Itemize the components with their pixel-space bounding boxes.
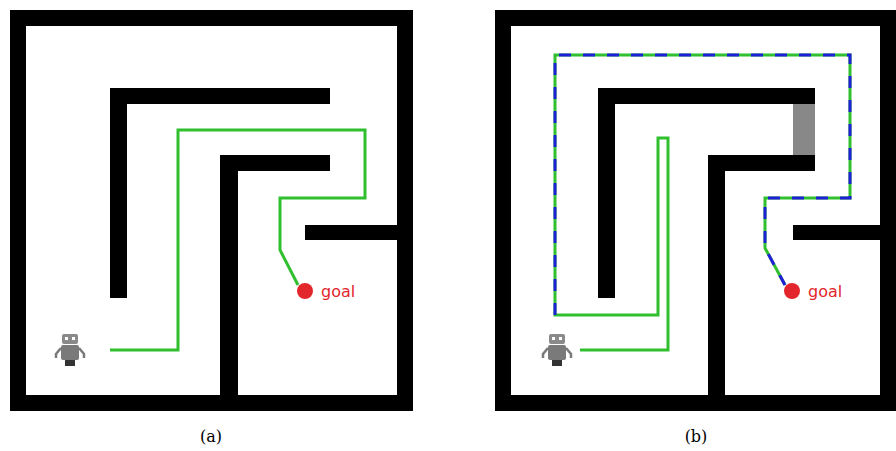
wall bbox=[110, 88, 330, 104]
blocked-passage bbox=[793, 104, 815, 155]
maze-b bbox=[503, 18, 888, 403]
wall bbox=[305, 225, 400, 240]
outer-wall bbox=[503, 18, 888, 403]
wall bbox=[220, 155, 238, 400]
executed-path bbox=[555, 55, 850, 350]
outer-wall bbox=[18, 18, 405, 403]
goal-dot bbox=[297, 283, 313, 299]
maze-a bbox=[18, 18, 405, 403]
wall bbox=[598, 88, 615, 298]
goal-label: goal bbox=[321, 284, 355, 300]
wall bbox=[708, 155, 725, 400]
goal-dot bbox=[784, 283, 800, 299]
panel-caption: (a) bbox=[200, 429, 222, 445]
robot-icon bbox=[56, 334, 84, 366]
robot-icon bbox=[543, 334, 571, 366]
replanned-path bbox=[555, 55, 850, 315]
wall bbox=[793, 225, 888, 240]
wall bbox=[110, 88, 127, 298]
goal-label: goal bbox=[808, 284, 842, 300]
planned-path bbox=[110, 130, 365, 350]
wall bbox=[598, 88, 815, 104]
panel-caption: (b) bbox=[685, 429, 708, 445]
